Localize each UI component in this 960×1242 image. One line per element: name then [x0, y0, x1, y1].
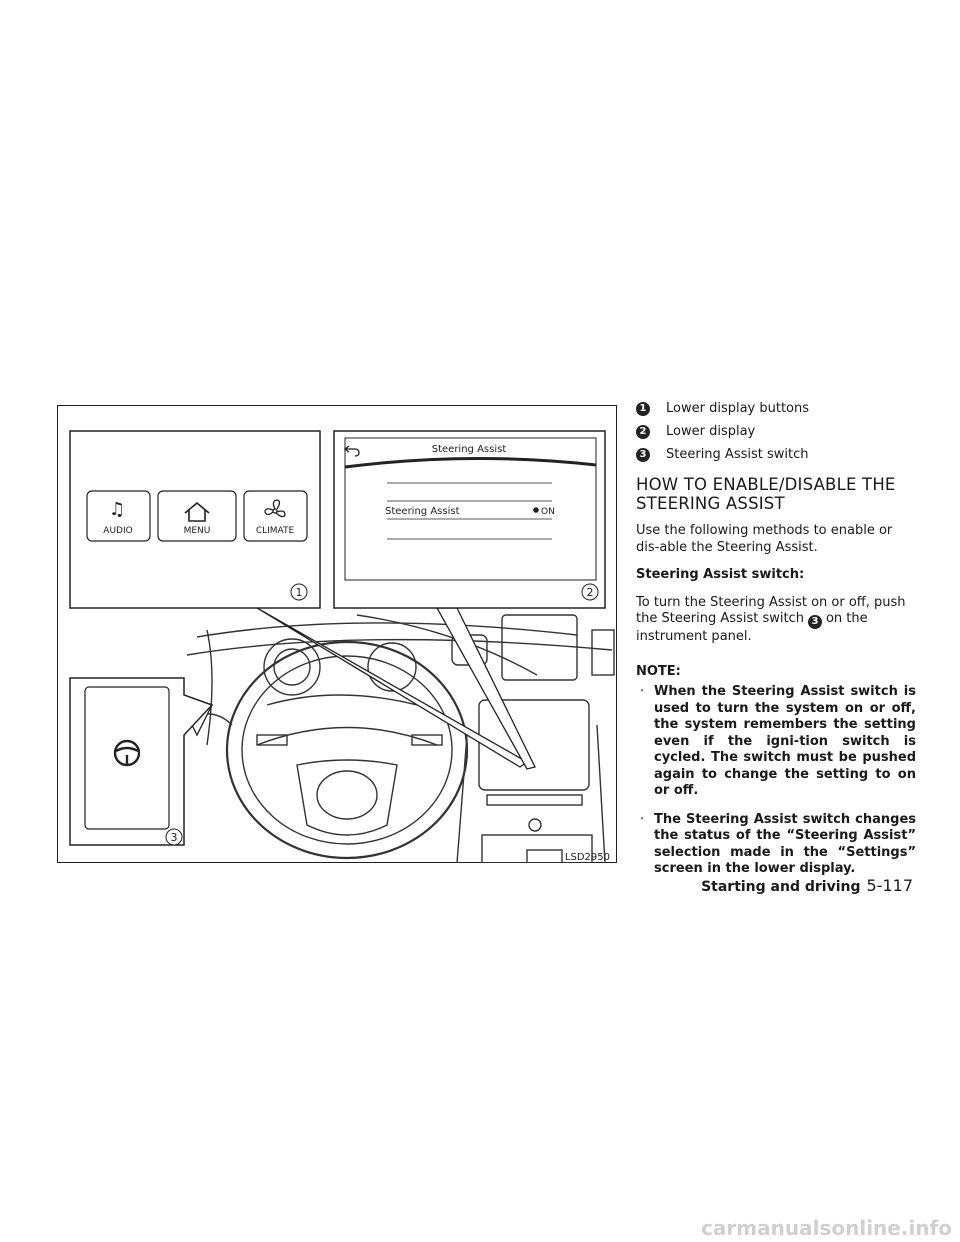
svg-text:2: 2 — [587, 586, 594, 599]
section-heading: HOW TO ENABLE/DISABLE THE STEERING ASSIS… — [636, 475, 896, 513]
steering-wheel-icon — [113, 739, 141, 767]
screen-title: Steering Assist — [432, 444, 507, 455]
page-number: 5-117 — [866, 876, 914, 895]
legend-text: Lower display buttons — [666, 400, 810, 416]
audio-button[interactable]: ♫ AUDIO — [86, 490, 151, 542]
footer-section: Starting and driving — [701, 879, 861, 895]
back-icon[interactable] — [343, 445, 360, 457]
legend-text: Steering Assist switch — [666, 446, 809, 462]
screen-row-label: Steering Assist — [385, 506, 460, 517]
callout-3: 3 — [165, 828, 183, 846]
screen-row-value[interactable]: ON — [541, 507, 555, 517]
page-footer: Starting and driving 5-117 — [0, 876, 913, 895]
note-title: NOTE: — [636, 663, 681, 679]
switch-paragraph: To turn the Steering Assist on or off, p… — [636, 595, 916, 646]
callout-number: 3 — [636, 448, 650, 462]
note-item: ·The Steering Assist switch changes the … — [640, 811, 916, 877]
switch-text-after: on the instrument panel. — [636, 611, 868, 645]
legend-item: 3 Steering Assist switch — [636, 444, 916, 466]
climate-button[interactable]: CLIMATE — [243, 490, 308, 542]
climate-label: CLIMATE — [256, 526, 295, 536]
svg-text:1: 1 — [296, 586, 303, 599]
switch-heading: Steering Assist switch: — [636, 567, 805, 582]
status-dot-icon — [533, 507, 539, 513]
callout-1: 1 — [290, 583, 308, 601]
switch-text-before: To turn the Steering Assist on or off, p… — [636, 594, 906, 627]
menu-button[interactable]: MENU — [157, 490, 237, 542]
screen-header-divider — [344, 456, 597, 469]
watermark-text[interactable]: carmanualsonline.info — [701, 1216, 952, 1240]
callout-number: 3 — [807, 615, 822, 630]
callout-2: 2 — [581, 583, 599, 601]
text-column: 1 Lower display buttons 2 Lower display … — [636, 398, 916, 890]
callout-number: 2 — [636, 425, 650, 439]
legend-item: 1 Lower display buttons — [636, 398, 916, 420]
intro-paragraph: Use the following methods to enable or d… — [636, 523, 893, 555]
legend-item: 2 Lower display — [636, 421, 916, 443]
figure-id: LSD2950 — [565, 852, 610, 863]
home-icon — [184, 501, 210, 522]
watermark-bar: carmanualsonline.info — [0, 1210, 960, 1242]
music-note-icon: ♫ — [109, 499, 125, 520]
menu-label: MENU — [184, 526, 211, 536]
svg-text:3: 3 — [171, 831, 178, 844]
audio-label: AUDIO — [103, 526, 132, 536]
note-item: ·When the Steering Assist switch is used… — [640, 684, 916, 799]
legend-text: Lower display — [666, 423, 756, 439]
callout-number: 1 — [636, 402, 650, 416]
note-text: When the Steering Assist switch is used … — [654, 684, 916, 799]
illustration-svg: ♫ AUDIO MENU CLIMATE 1 Steering Assist — [57, 405, 617, 863]
illustration-figure: ♫ AUDIO MENU CLIMATE 1 Steering Assist — [57, 405, 617, 863]
dashboard-drawing — [186, 614, 615, 863]
fan-icon — [264, 499, 286, 518]
note-text: The Steering Assist switch changes the s… — [654, 811, 916, 877]
